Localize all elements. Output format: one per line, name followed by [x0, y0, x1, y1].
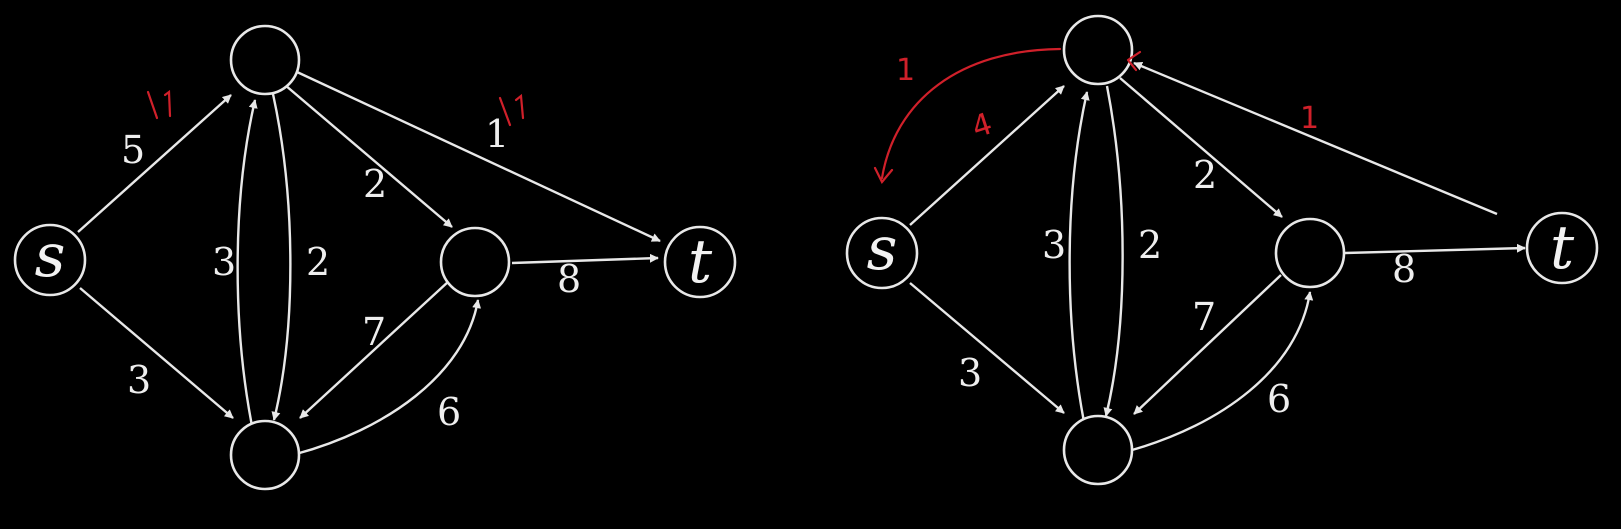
edge-top-bottom [1103, 85, 1124, 417]
left-source-label: s [35, 221, 66, 291]
left-cap-bottom-top: 3 [212, 240, 236, 284]
left-cap-s-bottom: 3 [127, 358, 151, 402]
edge-bottom-top [236, 99, 258, 437]
left-cap-s-top: 5 [121, 128, 145, 172]
edge-top-middle [284, 84, 453, 228]
right-cap-s-top: 4 [968, 106, 997, 145]
right-node-bottom [1062, 414, 1134, 486]
edge-middle-bottom [299, 280, 450, 419]
edge-s-top [77, 94, 232, 233]
left-graph: s t 5 3 3 2 2 1 7 6 8 1 1 [13, 24, 737, 491]
left-node-bottom [229, 419, 301, 491]
edge-bottom-middle [1131, 291, 1314, 452]
left-node-middle [439, 226, 511, 298]
right-cap-middle-t: 8 [1392, 247, 1416, 291]
right-annotation-reverse-label: 1 [896, 53, 915, 88]
right-sink-label: t [1550, 213, 1575, 283]
left-sink-label: t [688, 227, 713, 297]
left-node-s [13, 223, 87, 297]
right-node-t [1525, 211, 1599, 285]
edge-s-bottom [79, 287, 234, 419]
left-annotation-top-t: 1 [498, 93, 525, 127]
right-node-s [845, 216, 919, 290]
right-graph: s t 3 3 2 2 7 6 8 4 1 1 [845, 14, 1599, 486]
left-cap-middle-bottom: 7 [362, 310, 386, 354]
right-annotation-reverse-arrow [873, 47, 1142, 184]
edge-s-bottom [909, 282, 1065, 414]
edge-s-top [909, 85, 1065, 226]
edge-bottom-top [1068, 91, 1090, 433]
right-cap-t-top: 1 [1300, 101, 1319, 136]
edge-t-top [1133, 61, 1498, 216]
edge-top-t [296, 70, 661, 243]
left-node-top [229, 24, 301, 96]
left-cap-top-middle: 2 [363, 162, 387, 206]
left-cap-top-t: 1 [485, 112, 509, 156]
right-cap-top-bottom: 2 [1138, 223, 1162, 267]
left-node-t [663, 225, 737, 299]
edge-middle-t [1344, 243, 1526, 255]
edge-middle-t [511, 253, 659, 265]
right-cap-s-bottom: 3 [958, 351, 982, 395]
left-annotation-s-top: 1 [146, 89, 172, 120]
edge-top-bottom [271, 93, 292, 421]
left-cap-bottom-middle: 6 [437, 390, 461, 434]
right-source-label: s [867, 214, 898, 284]
left-cap-top-bottom: 2 [306, 240, 330, 284]
edge-top-middle [1119, 77, 1283, 218]
right-cap-middle-bottom: 7 [1192, 295, 1216, 339]
left-cap-middle-t: 8 [557, 257, 581, 301]
right-cap-bottom-top: 3 [1042, 223, 1066, 267]
right-cap-bottom-middle: 6 [1267, 377, 1291, 421]
right-node-top [1062, 14, 1134, 86]
edge-middle-bottom [1133, 274, 1282, 415]
right-node-middle [1274, 217, 1346, 289]
edge-bottom-middle [295, 299, 482, 456]
right-cap-top-middle: 2 [1193, 153, 1217, 197]
